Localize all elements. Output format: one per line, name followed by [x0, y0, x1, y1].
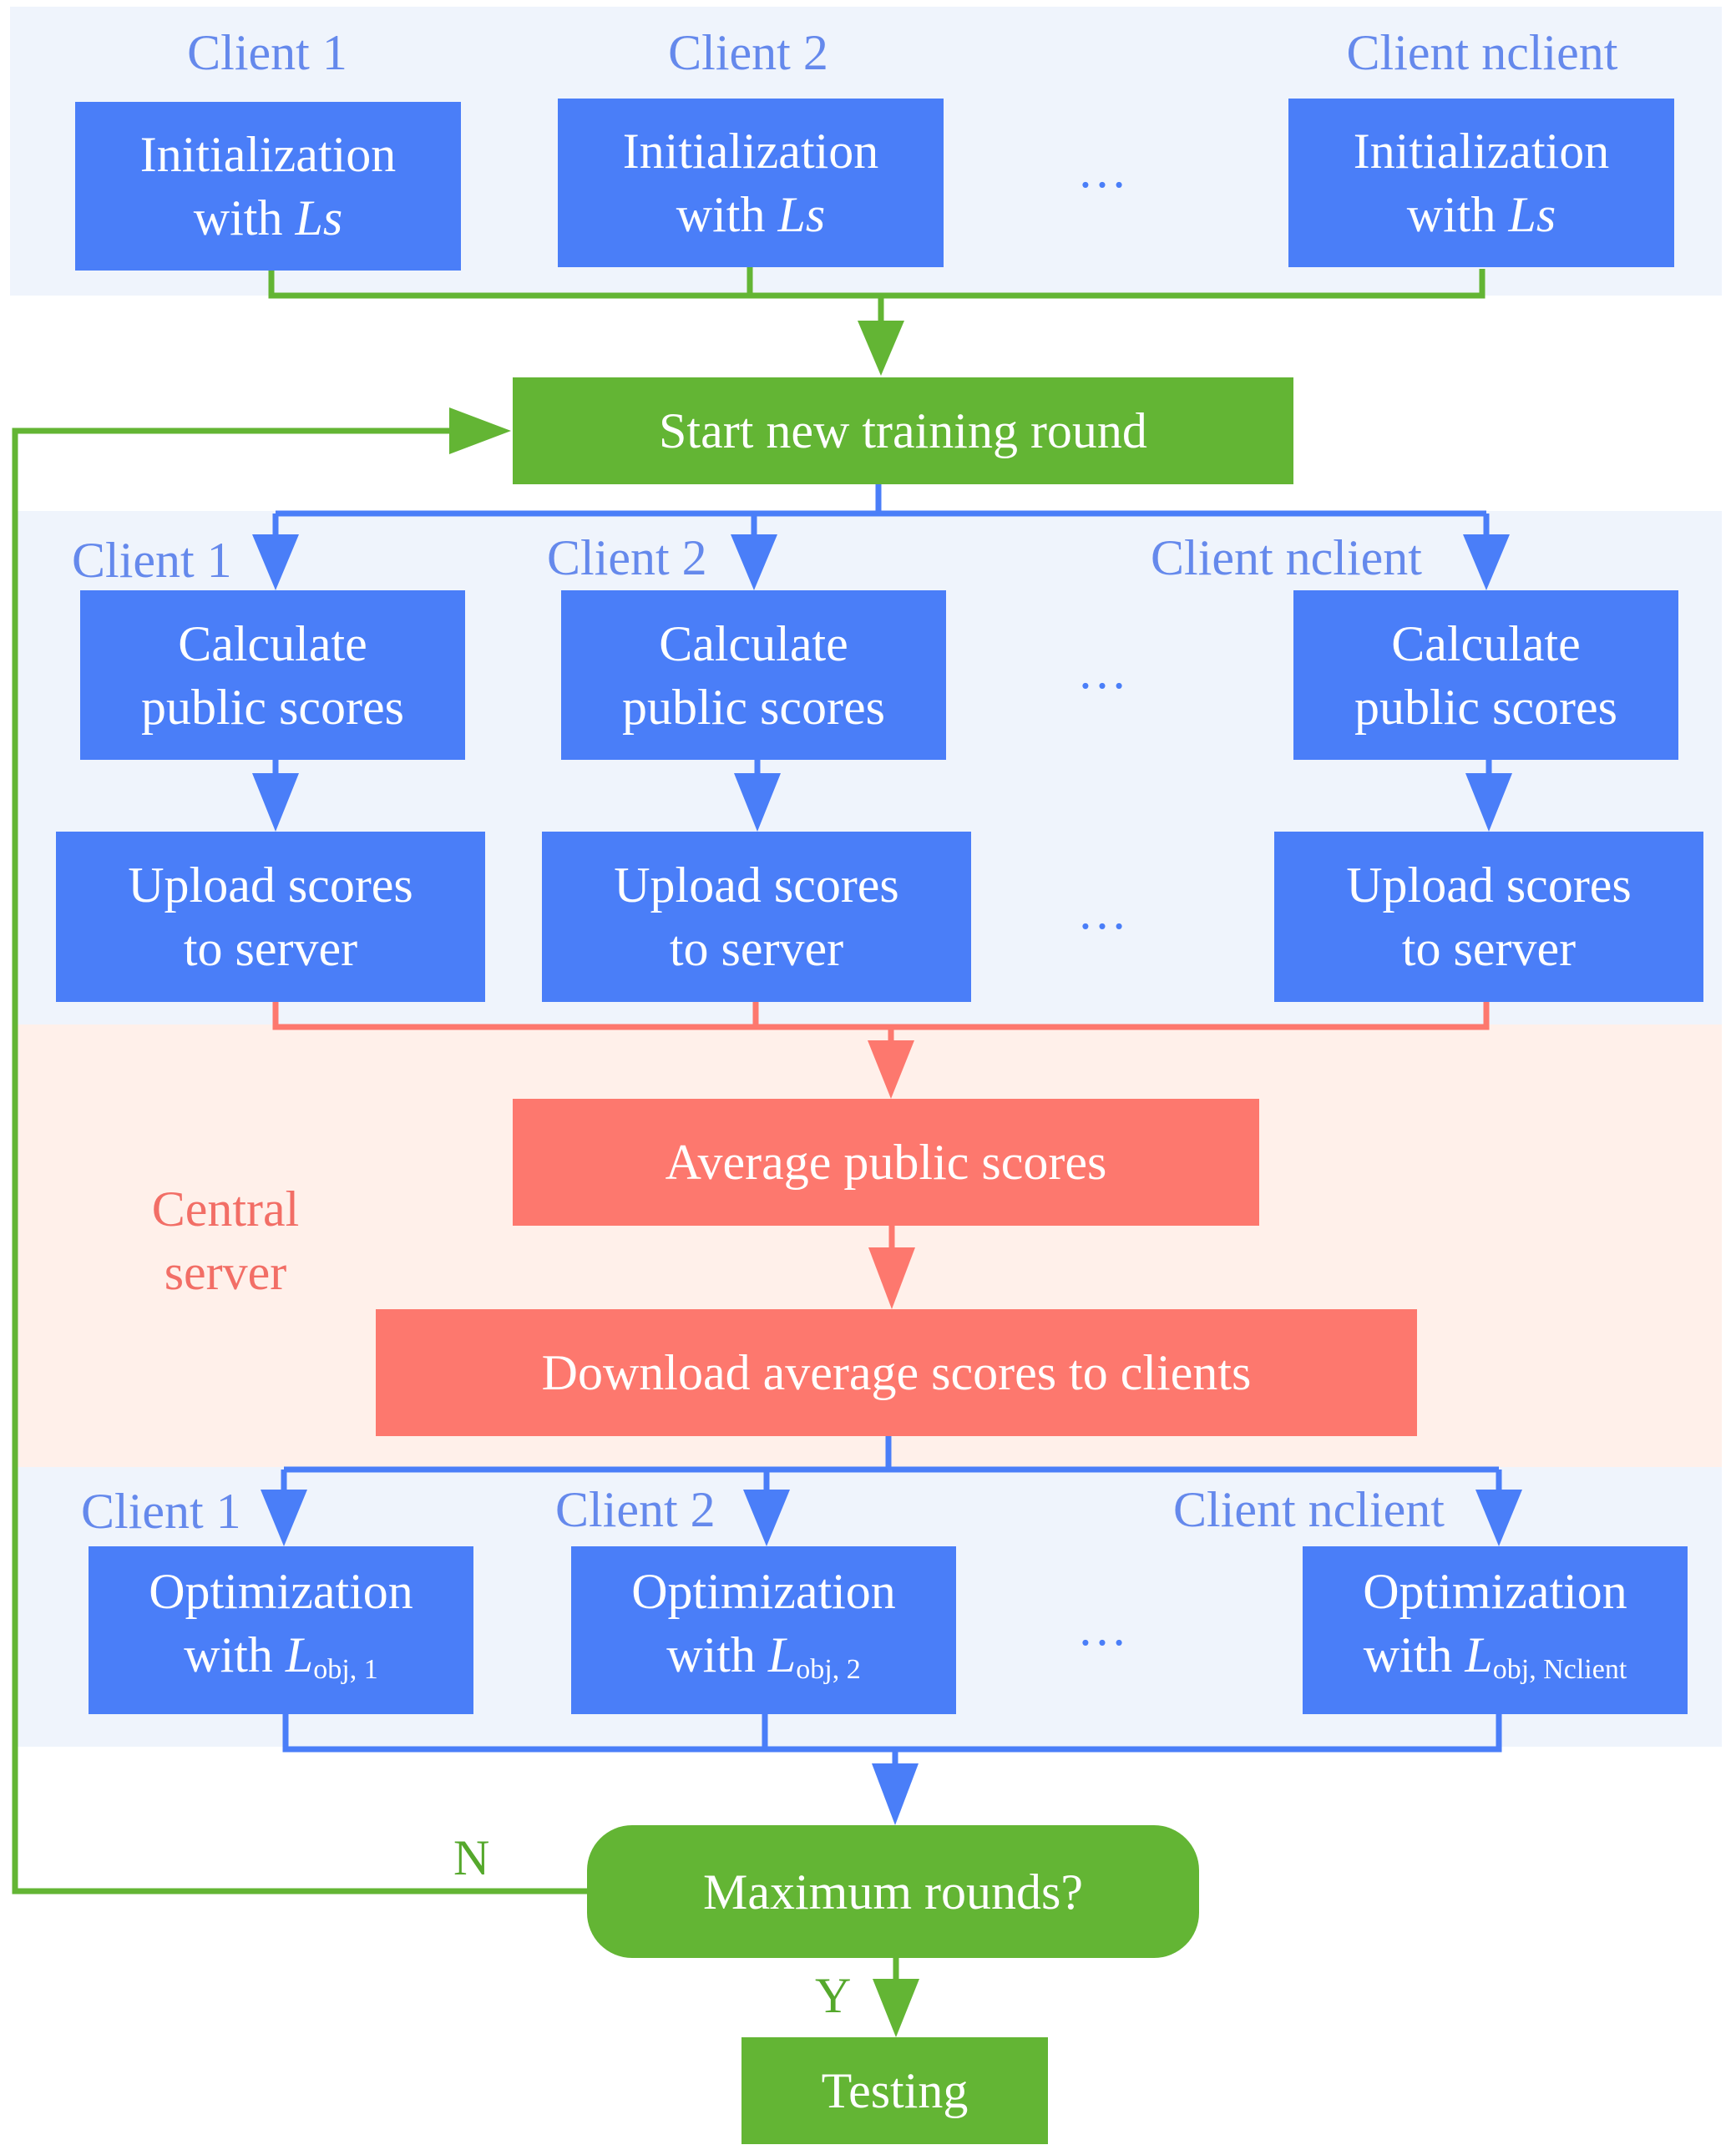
- calc-box-client-1: Calculate public scores: [80, 590, 465, 760]
- optim-client-1-label: Client 1: [81, 1484, 241, 1539]
- max-rounds-label: Maximum rounds?: [703, 1864, 1083, 1920]
- init-box-client-2: Initialization with Ls: [558, 99, 944, 267]
- optim-client-n-label: Client nclient: [1173, 1482, 1445, 1537]
- yes-branch-label: Y: [815, 1968, 852, 2023]
- upload-box-line1: Upload scores: [1346, 857, 1632, 913]
- init-box-client-1: Initialization with Ls: [75, 102, 461, 271]
- average-scores-box: Average public scores: [513, 1099, 1259, 1226]
- optim-ellipsis: …: [1077, 1601, 1134, 1656]
- init-box-client-n: Initialization with Ls: [1288, 99, 1674, 267]
- init-client-2-label: Client 2: [668, 25, 828, 80]
- calc-box-line1: Calculate: [1391, 615, 1581, 671]
- optim-box-line2: with Lobj, Nclient: [1363, 1626, 1627, 1685]
- calc-box-line1: Calculate: [178, 615, 367, 671]
- upload-box-client-1: Upload scores to server: [56, 832, 485, 1002]
- server-merge-connector: [272, 1002, 1490, 1045]
- calc-box-line2: public scores: [1354, 679, 1617, 735]
- optim-client-2-label: Client 2: [555, 1482, 716, 1537]
- optim-box-client-n: Optimization with Lobj, Nclient: [1303, 1546, 1688, 1714]
- init-box-line1: Initialization: [139, 127, 397, 182]
- init-client-n-label: Client nclient: [1346, 25, 1618, 80]
- init-merge-connector: [268, 266, 1485, 327]
- max-rounds-decision: Maximum rounds?: [587, 1825, 1199, 1958]
- no-branch-label: N: [453, 1830, 490, 1885]
- calc-box-client-n: Calculate public scores: [1293, 590, 1678, 760]
- arrowhead-calc-1: [252, 534, 299, 590]
- arrowhead-to-start: [858, 321, 904, 376]
- arrowhead-loop: [449, 407, 511, 454]
- download-scores-box: Download average scores to clients: [376, 1309, 1417, 1436]
- optim-box-client-1: Optimization with Lobj, 1: [89, 1546, 473, 1714]
- arrowhead-calc-n: [1463, 534, 1510, 590]
- calc-client-2-label: Client 2: [547, 530, 707, 585]
- arrowhead-average: [868, 1040, 914, 1099]
- arrowhead-optim-1: [261, 1490, 307, 1546]
- start-round-label: Start new training round: [659, 403, 1147, 458]
- calc-box-line1: Calculate: [659, 615, 848, 671]
- arrowhead-upload-2: [734, 773, 781, 832]
- arrowhead-calc-2: [731, 534, 777, 590]
- upload-box-line1: Upload scores: [614, 857, 899, 913]
- arrowhead-testing: [873, 1979, 919, 2037]
- optim-box-line1: Optimization: [1363, 1563, 1627, 1619]
- init-box-line2: with Ls: [193, 190, 343, 245]
- optim-box-line1: Optimization: [149, 1563, 413, 1619]
- init-box-line2: with Ls: [676, 187, 826, 242]
- optim-box-line2: with Lobj, 1: [184, 1626, 378, 1685]
- upload-box-line2: to server: [183, 921, 358, 976]
- arrowhead-optim-n: [1475, 1490, 1522, 1546]
- arrowhead-download: [868, 1247, 915, 1309]
- average-scores-label: Average public scores: [665, 1135, 1107, 1190]
- arrowhead-upload-1: [252, 773, 299, 832]
- init-box-line1: Initialization: [1353, 124, 1610, 179]
- upload-ellipsis: …: [1077, 884, 1134, 939]
- upload-box-line2: to server: [1401, 921, 1577, 976]
- optim-box-line1: Optimization: [631, 1563, 896, 1619]
- upload-box-line1: Upload scores: [128, 857, 413, 913]
- loop-back-connector: [12, 427, 587, 1895]
- decision-merge-connector: [282, 1713, 1502, 1768]
- init-client-1-label: Client 1: [187, 25, 347, 80]
- arrowhead-decision: [872, 1763, 919, 1825]
- calc-ellipsis: …: [1077, 644, 1134, 699]
- upload-box-client-n: Upload scores to server: [1274, 832, 1703, 1002]
- init-box-line2: with Ls: [1406, 187, 1556, 242]
- testing-box: Testing: [741, 2037, 1048, 2144]
- optim-box-line2: with Lobj, 2: [666, 1626, 861, 1685]
- testing-label: Testing: [821, 2063, 969, 2118]
- arrowhead-optim-2: [743, 1490, 790, 1546]
- init-box-line1: Initialization: [622, 124, 879, 179]
- arrowhead-upload-n: [1465, 773, 1512, 832]
- upload-box-client-2: Upload scores to server: [542, 832, 971, 1002]
- calc-box-client-2: Calculate public scores: [561, 590, 946, 760]
- upload-box-line2: to server: [669, 921, 844, 976]
- optim-box-client-2: Optimization with Lobj, 2: [571, 1546, 956, 1714]
- download-scores-label: Download average scores to clients: [541, 1345, 1252, 1400]
- start-round-box: Start new training round: [513, 377, 1293, 484]
- calc-client-1-label: Client 1: [72, 533, 232, 588]
- calc-box-line2: public scores: [622, 679, 885, 735]
- calc-box-line2: public scores: [141, 679, 404, 735]
- init-ellipsis: …: [1077, 143, 1134, 198]
- calc-client-n-label: Client nclient: [1151, 530, 1422, 585]
